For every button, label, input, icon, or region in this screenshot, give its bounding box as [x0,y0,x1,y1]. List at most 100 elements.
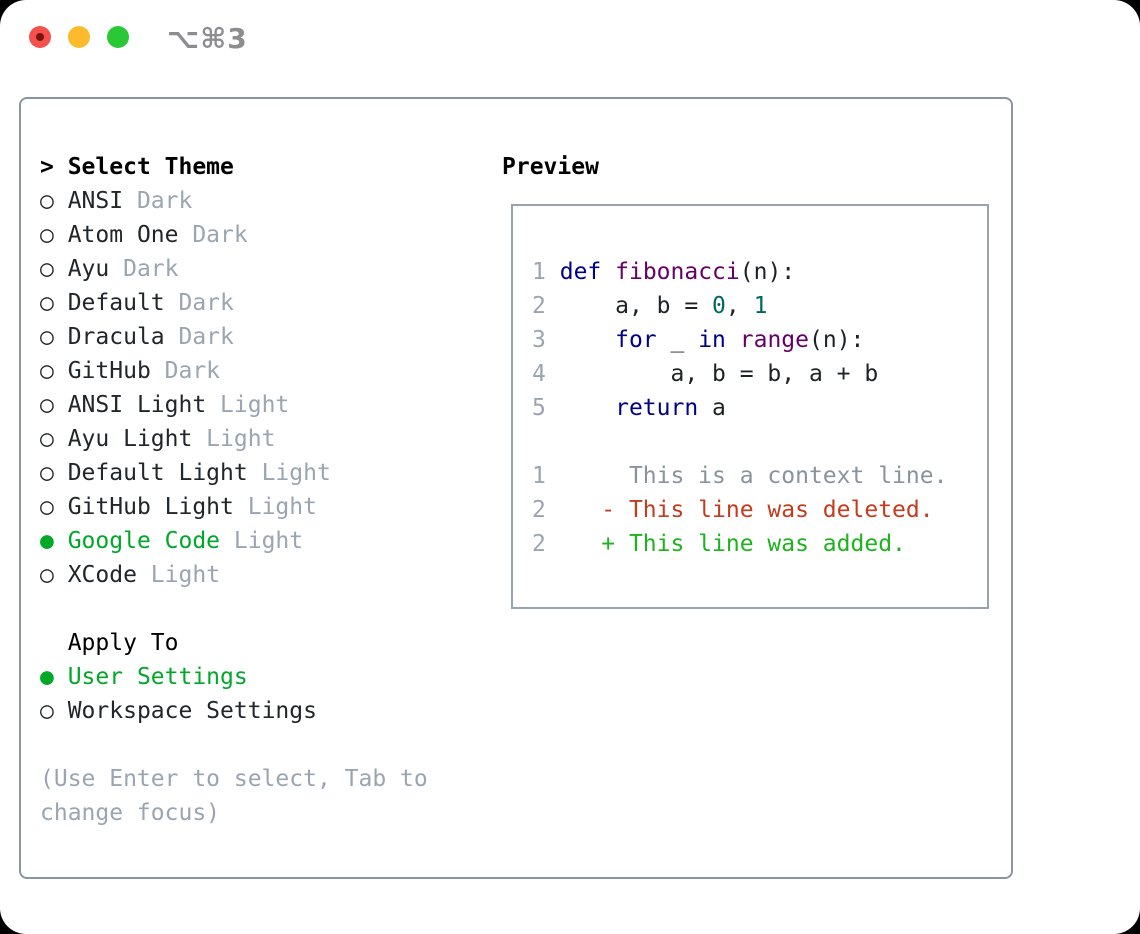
radio-icon: ○ [40,358,68,384]
radio-icon: ○ [40,562,68,588]
code-segment-plain: (n): [809,327,865,353]
code-segment-plain [726,327,740,353]
code-segment-literal: 1 [753,293,768,319]
code-segment-plain: a, b = b, a + b [545,361,879,387]
code-segment-literal: 0 [712,293,726,319]
preview-heading: Preview [502,154,599,180]
code-segment-plain [546,259,560,285]
theme-name: ANSI Light [67,392,207,418]
theme-variant: Dark [178,222,248,248]
theme-option-dracula[interactable]: ○ Dracula Dark [40,320,428,354]
code-segment-keyword: def [559,259,602,285]
radio-icon: ○ [40,426,68,452]
radio-icon: ○ [40,256,68,282]
keyboard-hint-line-2: change focus) [40,796,428,830]
theme-variant: Dark [164,290,234,316]
theme-option-xcode[interactable]: ○ XCode Light [40,558,428,592]
theme-name: Default [67,290,165,316]
preview-line-6 [532,425,947,459]
window-shortcut-label: ⌥⌘3 [167,22,248,55]
theme-name: Ayu [67,256,110,282]
theme-option-ayu[interactable]: ○ Ayu Dark [40,252,428,286]
code-segment-plain: a [698,395,726,421]
hint-text: (Use Enter to select, Tab to [40,766,428,792]
code-segment-keyword: return [615,395,699,421]
radio-icon: ○ [40,460,68,486]
preview-line-2: 2 a, b = 0, 1 [532,289,947,323]
apply-option-workspace-settings[interactable]: ○ Workspace Settings [40,694,428,728]
selection-cursor: > [40,154,68,180]
theme-option-github[interactable]: ○ GitHub Dark [40,354,428,388]
theme-variant: Light [220,528,304,554]
code-segment-deleted: - This line was deleted. [545,497,934,523]
zoom-button[interactable] [107,26,129,48]
theme-variant: Light [233,494,317,520]
apply-to-header: Apply To [40,626,428,660]
code-segment-plain [546,327,615,353]
apply-option-label: User Settings [67,664,248,690]
apply-option-user-settings[interactable]: ● User Settings [40,660,428,694]
code-segment-context: This is a context line. [545,463,948,489]
line-number: 1 [532,259,546,285]
theme-option-google-code[interactable]: ● Google Code Light [40,524,428,558]
code-segment-plain [546,395,615,421]
theme-name: Atom One [67,222,179,248]
theme-option-default[interactable]: ○ Default Dark [40,286,428,320]
spacer-row [40,728,428,762]
preview-line-3: 3 for _ in range(n): [532,323,947,357]
radio-selected-icon: ● [40,528,68,554]
code-segment-plain: a, b = [545,293,713,319]
radio-icon: ○ [40,222,68,248]
radio-icon: ○ [40,494,68,520]
radio-selected-icon: ● [40,664,68,690]
theme-name: GitHub Light [67,494,234,520]
keyboard-hint-line-1: (Use Enter to select, Tab to [40,762,428,796]
preview-line-9: 2 + This line was added. [532,527,947,561]
code-segment-plain [601,259,615,285]
theme-option-github-light[interactable]: ○ GitHub Light Light [40,490,428,524]
hint-text: change focus) [40,800,221,826]
theme-name: Ayu Light [67,426,193,452]
theme-option-ansi-light[interactable]: ○ ANSI Light Light [40,388,428,422]
theme-variant: Light [192,426,276,452]
radio-icon: ○ [40,392,68,418]
theme-variant: Light [206,392,290,418]
theme-option-ansi[interactable]: ○ ANSI Dark [40,184,428,218]
line-number: 2 [532,497,546,523]
minimize-button[interactable] [68,26,90,48]
spacer-row [40,592,428,626]
theme-name: Google Code [67,528,221,554]
line-number: 1 [532,463,546,489]
line-number: 3 [532,327,546,353]
theme-name: ANSI [67,188,124,214]
radio-icon: ○ [40,290,68,316]
code-segment-keyword: for [615,327,657,353]
radio-icon: ○ [40,698,68,724]
preview-line-1: 1 def fibonacci(n): [532,255,947,289]
theme-selector-panel: > Select Theme○ ANSI Dark○ Atom One Dark… [19,97,1013,879]
code-segment-plain: , [725,293,754,319]
theme-name: GitHub [67,358,151,384]
code-segment-plain: _ [656,327,699,353]
code-segment-function: range [739,327,810,353]
theme-option-atom-one[interactable]: ○ Atom One Dark [40,218,428,252]
radio-icon: ○ [40,188,68,214]
theme-variant: Dark [164,324,234,350]
theme-name: Dracula [67,324,165,350]
window-titlebar: ⌥⌘3 [0,0,1140,74]
close-button-dot-icon [36,33,44,41]
theme-name: Default Light [67,460,248,486]
theme-option-ayu-light[interactable]: ○ Ayu Light Light [40,422,428,456]
close-button[interactable] [29,26,51,48]
radio-icon: ○ [40,324,68,350]
theme-variant: Light [247,460,331,486]
theme-option-default-light[interactable]: ○ Default Light Light [40,456,428,490]
preview-line-5: 5 return a [532,391,947,425]
theme-list-column: > Select Theme○ ANSI Dark○ Atom One Dark… [40,150,428,830]
theme-variant: Dark [109,256,179,282]
theme-list-header: > Select Theme [40,150,428,184]
line-number [532,429,546,455]
theme-list-title: Select Theme [67,154,234,180]
line-number: 2 [532,531,546,557]
